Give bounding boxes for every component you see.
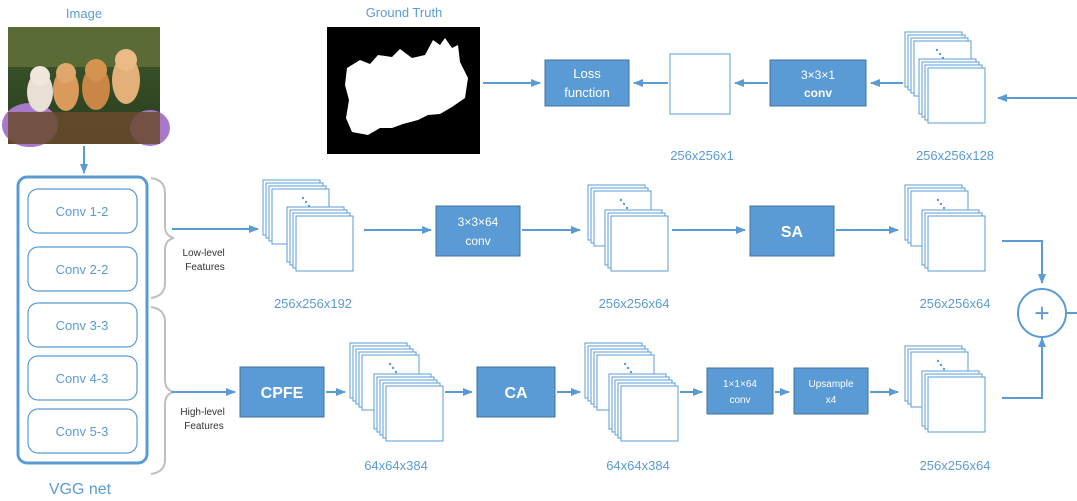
op-label: 1×1×64 [723,379,757,390]
ground-truth-label: Ground Truth [366,5,443,20]
vgg-layer-label: Conv 2-2 [56,262,109,277]
op-label: x4 [826,395,837,406]
stack-64x64x384-b [584,342,679,442]
conv-1x1x64-box: 1×1×64 conv [706,367,774,415]
op-label: conv [465,234,490,248]
plus-icon: + [1034,298,1049,328]
low-level-brace [150,177,175,299]
size-label: 256x256x128 [916,148,994,163]
loss-function-box: Loss function [544,59,630,107]
vgg-net-label: VGG net [49,481,112,498]
conv-3x3x64-box: 3×3×64 conv [435,205,521,257]
vgg-layer-conv2-2: Conv 2-2 [27,246,138,292]
stack-256x256x128 [904,31,986,124]
op-label: CA [504,385,528,402]
size-label: 64x64x384 [606,458,670,473]
conv-3x3x1-box: 3×3×1 conv [769,59,867,107]
op-label: conv [804,86,832,100]
op-label: 3×3×64 [458,215,499,229]
stack-64x64x384-a [349,342,444,442]
op-label: CPFE [261,385,304,402]
size-label: 256x256x64 [920,458,991,473]
vgg-layer-conv5-3: Conv 5-3 [27,408,138,454]
vgg-net: Conv 1-2 Conv 2-2 Conv 3-3 Conv 4-3 Conv… [16,175,149,498]
ground-truth-image [327,27,480,154]
ca-box: CA [476,366,556,418]
cpfe-box: CPFE [239,366,325,418]
op-label: function [564,85,610,100]
vgg-layer-conv1-2: Conv 1-2 [27,188,138,234]
vgg-layer-conv4-3: Conv 4-3 [27,355,138,401]
vgg-layer-label: Conv 5-3 [56,424,109,439]
vgg-layer-label: Conv 4-3 [56,371,109,386]
vgg-layer-label: Conv 3-3 [56,318,109,333]
stack-256x256x64-low-out [904,184,986,272]
vgg-outline [16,175,149,465]
low-level-features-label: Low-level Features [182,248,227,273]
sum-node: + [1017,288,1067,338]
size-label: 256x256x192 [274,296,352,311]
op-label: conv [729,395,750,406]
high-level-brace [150,306,175,475]
size-label: 256x256x64 [920,296,991,311]
stack-256x256x64-high-out [904,345,986,433]
high-to-sum-arrow [1002,337,1046,399]
upsample-box: Upsample x4 [793,367,869,415]
vgg-layer-conv3-3: Conv 3-3 [27,302,138,348]
low-to-sum-arrow [1002,240,1046,284]
sa-box: SA [749,205,835,257]
image-label: Image [66,6,102,21]
size-label: 256x256x1 [670,148,734,163]
size-label: 256x256x64 [599,296,670,311]
op-label: 3×3×1 [801,68,835,82]
size-label: 64x64x384 [364,458,428,473]
output-map-256x256x1 [669,53,731,115]
high-level-features-label: High-level Features [180,407,227,432]
op-label: Upsample [808,379,853,390]
op-label: Loss [573,66,601,81]
op-label: SA [781,224,804,241]
input-image [2,27,170,147]
stack-256x256x64-low [587,184,669,272]
vgg-layer-label: Conv 1-2 [56,204,109,219]
stack-256x256x192 [262,179,354,272]
